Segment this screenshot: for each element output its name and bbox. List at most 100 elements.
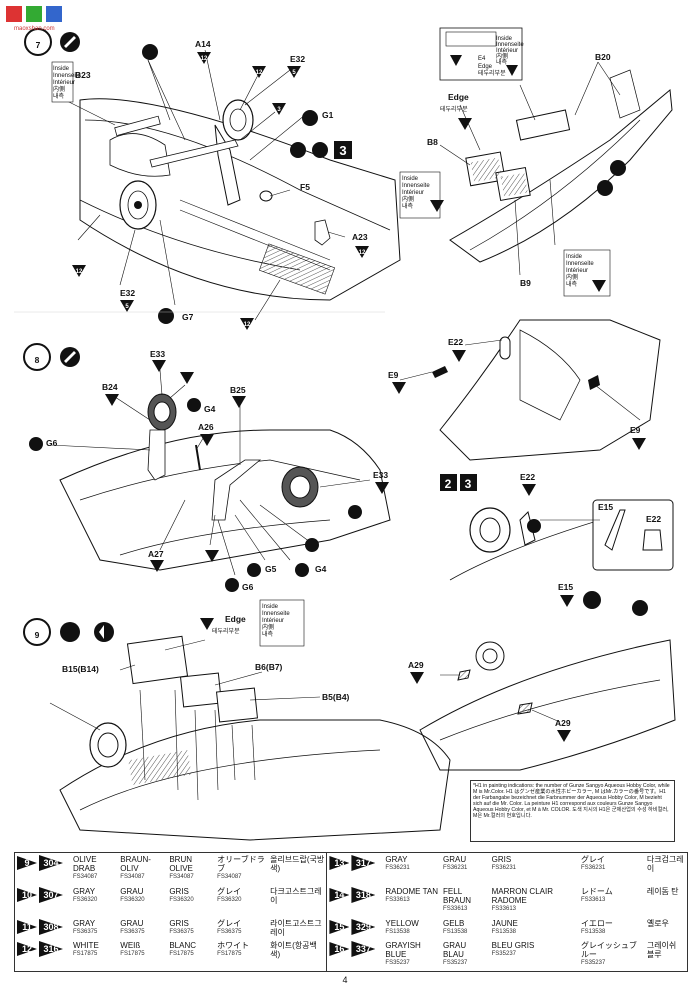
part-label-f5: F5 [300,182,310,192]
watermark-url: maoxshan.com [14,26,55,32]
color-code: 337 [351,940,376,957]
svg-text:Inside: Inside [496,36,513,42]
fs-code: FS13538 [491,928,516,935]
svg-text:Innenseite: Innenseite [53,73,81,79]
fs-code: FS17875 [169,950,194,957]
svg-text:G6: G6 [46,438,58,448]
svg-text:내측: 내측 [566,280,578,288]
fs-code: FS33613 [385,896,410,903]
svg-text:Inside: Inside [402,176,419,182]
fs-code: FS33613 [491,905,516,912]
svg-text:B24: B24 [102,382,118,392]
color-en: GRAY [73,886,96,896]
svg-text:Edge: Edge [448,92,469,102]
part-label-e32-lower: E32 [120,288,135,298]
color-ko: 올리브드랍(국방색) [270,855,325,873]
svg-text:E33: E33 [150,349,165,359]
part-label-a23: A23 [352,232,368,242]
fs-code: FS36231 [491,865,516,871]
color-fr: BLANC [169,940,197,950]
fs-code: FS36375 [120,928,145,935]
fs-code: FS35237 [385,959,410,966]
svg-text:2: 2 [445,477,452,491]
fs-code: FS34087 [120,874,145,880]
fs-code: FS33613 [580,896,606,903]
svg-text:G4: G4 [315,564,327,574]
color-jp: レドーム [580,886,613,896]
color-en: YELLOW [385,918,419,928]
color-fr: MARRON CLAIR RADOME [491,886,553,905]
svg-text:内側: 内側 [566,273,578,281]
color-en: OLIVE DRAB [73,855,97,873]
cement-icon [142,44,158,60]
fs-code: FS35237 [491,950,516,957]
svg-text:Inside: Inside [53,66,70,72]
step-arrow: 9 [17,856,37,870]
svg-text:E22: E22 [646,514,661,524]
svg-text:G6: G6 [242,582,254,592]
svg-text:E9: E9 [388,370,399,380]
svg-text:B6(B7): B6(B7) [255,662,283,672]
svg-text:E15: E15 [598,502,613,512]
svg-text:내측: 내측 [496,58,508,66]
svg-text:3: 3 [465,477,472,491]
svg-text:E15: E15 [558,582,573,592]
fs-code: FS36320 [217,896,242,903]
svg-text:8: 8 [35,355,40,365]
step-9-diagram: 9 [23,599,451,841]
step-arrow: 12 [17,941,37,956]
fs-code: FS36375 [217,928,242,935]
svg-text:Edge: Edge [478,64,493,70]
color-code: 307 [39,886,63,903]
color-de: GRAU [120,886,144,896]
part-label-g7: G7 [182,312,194,322]
color-de: WEIß [120,940,141,950]
svg-text:Innenseite: Innenseite [262,611,290,617]
svg-text:内側: 内側 [262,623,274,631]
color-en: GRAY [385,855,408,864]
step-8-inset: 2 3 E15 E22 E22 E15 [440,472,674,616]
color-ko: 화이트(항공백색) [270,940,317,959]
fs-code: FS35237 [580,959,606,966]
svg-text:5: 5 [125,304,129,310]
color-fr: BLEU GRIS [491,940,535,950]
step-7-label: 7 [36,40,41,50]
svg-text:Intérieur: Intérieur [262,618,284,624]
svg-text:B15(B14): B15(B14) [62,664,99,674]
svg-text:B20: B20 [595,52,611,62]
color-fr: GRIS [169,918,189,928]
fs-code: FS35237 [443,959,468,966]
color-jp: ホワイト [217,940,250,950]
color-jp: グレイッシュブルー [580,940,637,959]
color-jp: オリーブドラブ [217,855,265,873]
fs-code: FS34087 [73,874,98,880]
svg-text:B9: B9 [520,278,531,288]
svg-text:G5: G5 [265,564,277,574]
svg-text:A26: A26 [198,422,214,432]
fs-code: FS13538 [580,928,606,935]
svg-text:내측: 내측 [402,202,414,210]
color-en: GRAYISH BLUE [385,940,421,959]
svg-text:Inside: Inside [262,604,279,610]
step-7-number [24,28,52,56]
step-arrow: 10 [17,887,37,902]
svg-text:B8: B8 [427,137,438,147]
step-arrow: 11 [17,919,37,934]
color-de: GRAU [120,918,144,928]
color-code: 317 [351,855,376,871]
step-8-right-diagram: E22 E9 E9 [388,319,661,461]
step-7-diagram: 7 [24,28,401,330]
paint-note: *H1 in painting indications: the number … [470,780,675,842]
fs-code: FS36231 [385,865,410,871]
svg-text:A29: A29 [555,718,571,728]
color-jp: グレイ [217,886,242,896]
svg-text:内側: 内側 [496,52,508,60]
star-icon [302,110,318,126]
svg-text:내측: 내측 [53,92,65,100]
fs-code: FS36320 [120,896,145,903]
color-de: GRAU [443,855,467,864]
color-jp: グレイ [580,855,605,864]
svg-text:3: 3 [277,107,281,113]
